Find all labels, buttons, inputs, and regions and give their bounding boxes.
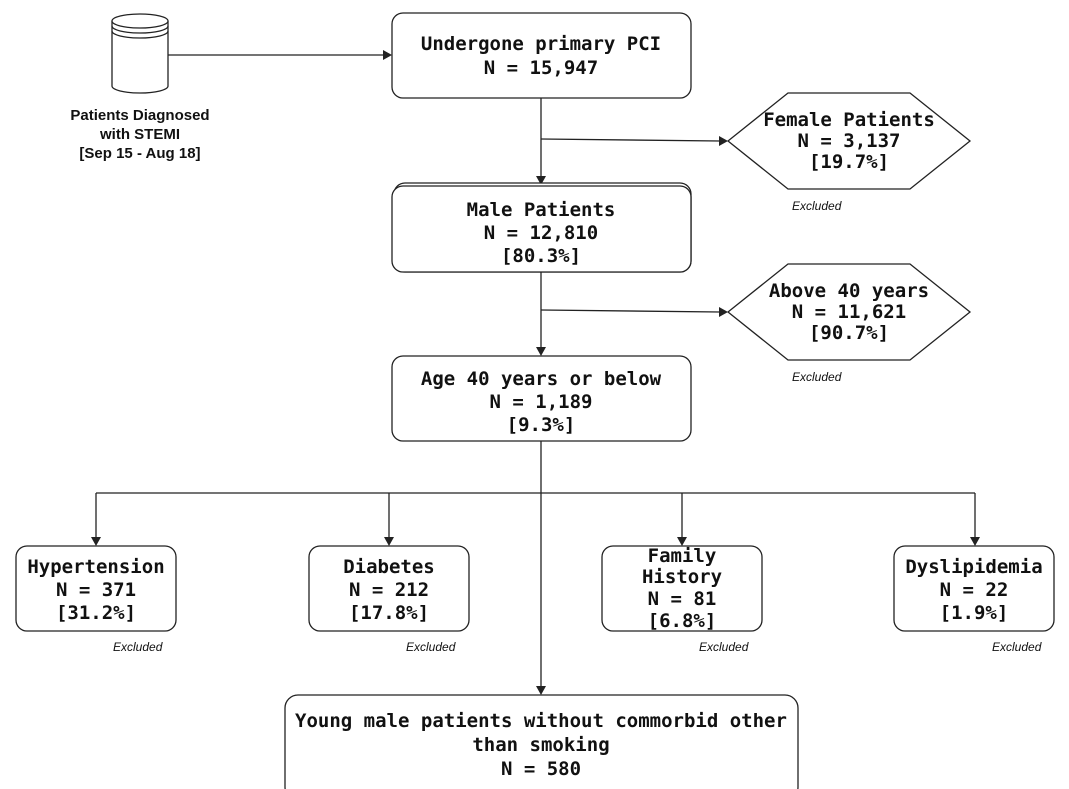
exclusion-family-title-line1: Family bbox=[648, 545, 717, 567]
node-male-count: N = 12,810 bbox=[484, 222, 598, 244]
exclusion-female-hexagon bbox=[726, 92, 972, 190]
arrowhead bbox=[677, 537, 687, 546]
exclusion-diabetes-percent: [17.8%] bbox=[349, 602, 429, 624]
exclusion-female: Female Patients N = 3,137 [19.7%] Exclud… bbox=[726, 92, 972, 213]
source-label-line1: Patients Diagnosed bbox=[70, 107, 209, 124]
database-icon bbox=[111, 13, 169, 94]
connectors bbox=[91, 50, 980, 695]
exclusion-family-history: Family History N = 81 [6.8%] Excluded bbox=[601, 545, 763, 654]
arrowhead bbox=[536, 176, 546, 185]
node-male-percent: [80.3%] bbox=[501, 245, 581, 267]
arrowhead bbox=[719, 136, 728, 146]
exclusion-dyslipidemia-tag: Excluded bbox=[992, 640, 1042, 654]
node-male-box bbox=[391, 185, 692, 273]
exclusion-family-box bbox=[601, 545, 763, 632]
exclusion-dyslipidemia: Dyslipidemia N = 22 [1.9%] Excluded bbox=[893, 545, 1055, 654]
exclusion-above40-title: Above 40 years bbox=[769, 280, 929, 302]
exclusion-above40: Above 40 years N = 11,621 [90.7%] Exclud… bbox=[726, 263, 972, 384]
node-final-title-line2: than smoking bbox=[472, 734, 609, 756]
exclusion-hypertension-count: N = 371 bbox=[56, 579, 136, 601]
exclusion-female-tag: Excluded bbox=[792, 199, 842, 213]
exclusion-above40-percent: [90.7%] bbox=[809, 322, 889, 344]
source-label-line3: [Sep 15 - Aug 18] bbox=[79, 145, 200, 162]
node-pci-title: Undergone primary PCI bbox=[421, 33, 661, 55]
exclusion-hypertension-box bbox=[15, 545, 177, 632]
node-age-percent: [9.3%] bbox=[507, 414, 576, 436]
node-male-title: Male Patients bbox=[467, 199, 616, 221]
exclusion-diabetes: Diabetes N = 212 [17.8%] Excluded bbox=[308, 545, 470, 654]
node-final-count: N = 580 bbox=[501, 758, 581, 780]
exclusion-above40-count: N = 11,621 bbox=[792, 301, 906, 323]
node-pci: Undergone primary PCI N = 15,947 bbox=[391, 12, 692, 99]
arrowhead bbox=[91, 537, 101, 546]
node-final: Young male patients without commorbid ot… bbox=[284, 694, 799, 789]
exclusion-diabetes-tag: Excluded bbox=[406, 640, 456, 654]
arrowhead bbox=[719, 307, 728, 317]
arrowhead bbox=[384, 537, 394, 546]
source-label-line2: with STEMI bbox=[99, 126, 180, 143]
exclusion-dyslipidemia-percent: [1.9%] bbox=[940, 602, 1009, 624]
exclusion-hypertension-title: Hypertension bbox=[27, 556, 164, 578]
node-age-count: N = 1,189 bbox=[490, 391, 593, 413]
connector-to-female bbox=[540, 138, 721, 142]
node-age-title: Age 40 years or below bbox=[421, 368, 662, 390]
node-final-box bbox=[284, 694, 799, 789]
node-pci-box bbox=[391, 12, 692, 99]
exclusion-above40-tag: Excluded bbox=[792, 370, 842, 384]
node-male: Male Patients N = 12,810 [80.3%] bbox=[391, 182, 692, 273]
exclusion-dyslipidemia-count: N = 22 bbox=[940, 579, 1009, 601]
node-final-title-line1: Young male patients without commorbid ot… bbox=[295, 710, 787, 732]
arrowhead bbox=[970, 537, 980, 546]
exclusion-family-count: N = 81 bbox=[648, 588, 717, 610]
exclusion-female-count: N = 3,137 bbox=[798, 130, 901, 152]
exclusion-family-tag: Excluded bbox=[699, 640, 749, 654]
exclusion-diabetes-count: N = 212 bbox=[349, 579, 429, 601]
exclusion-above40-hexagon bbox=[726, 263, 972, 361]
exclusion-diabetes-box bbox=[308, 545, 470, 632]
connector-to-above40 bbox=[540, 309, 721, 313]
exclusion-diabetes-title: Diabetes bbox=[343, 556, 435, 578]
exclusion-hypertension: Hypertension N = 371 [31.2%] Excluded bbox=[15, 545, 177, 654]
exclusion-hypertension-percent: [31.2%] bbox=[56, 602, 136, 624]
exclusion-female-percent: [19.7%] bbox=[809, 151, 889, 173]
exclusion-female-title: Female Patients bbox=[763, 109, 935, 131]
exclusion-dyslipidemia-box bbox=[893, 545, 1055, 632]
node-age-box bbox=[391, 355, 692, 442]
arrowhead bbox=[536, 347, 546, 356]
exclusion-family-title-line2: History bbox=[642, 566, 722, 588]
node-pci-count: N = 15,947 bbox=[484, 57, 598, 79]
arrowhead bbox=[536, 686, 546, 695]
arrowhead bbox=[383, 50, 392, 60]
node-age: Age 40 years or below N = 1,189 [9.3%] bbox=[391, 355, 692, 442]
exclusion-hypertension-tag: Excluded bbox=[113, 640, 163, 654]
exclusion-family-percent: [6.8%] bbox=[648, 610, 717, 632]
exclusion-dyslipidemia-title: Dyslipidemia bbox=[905, 556, 1042, 578]
